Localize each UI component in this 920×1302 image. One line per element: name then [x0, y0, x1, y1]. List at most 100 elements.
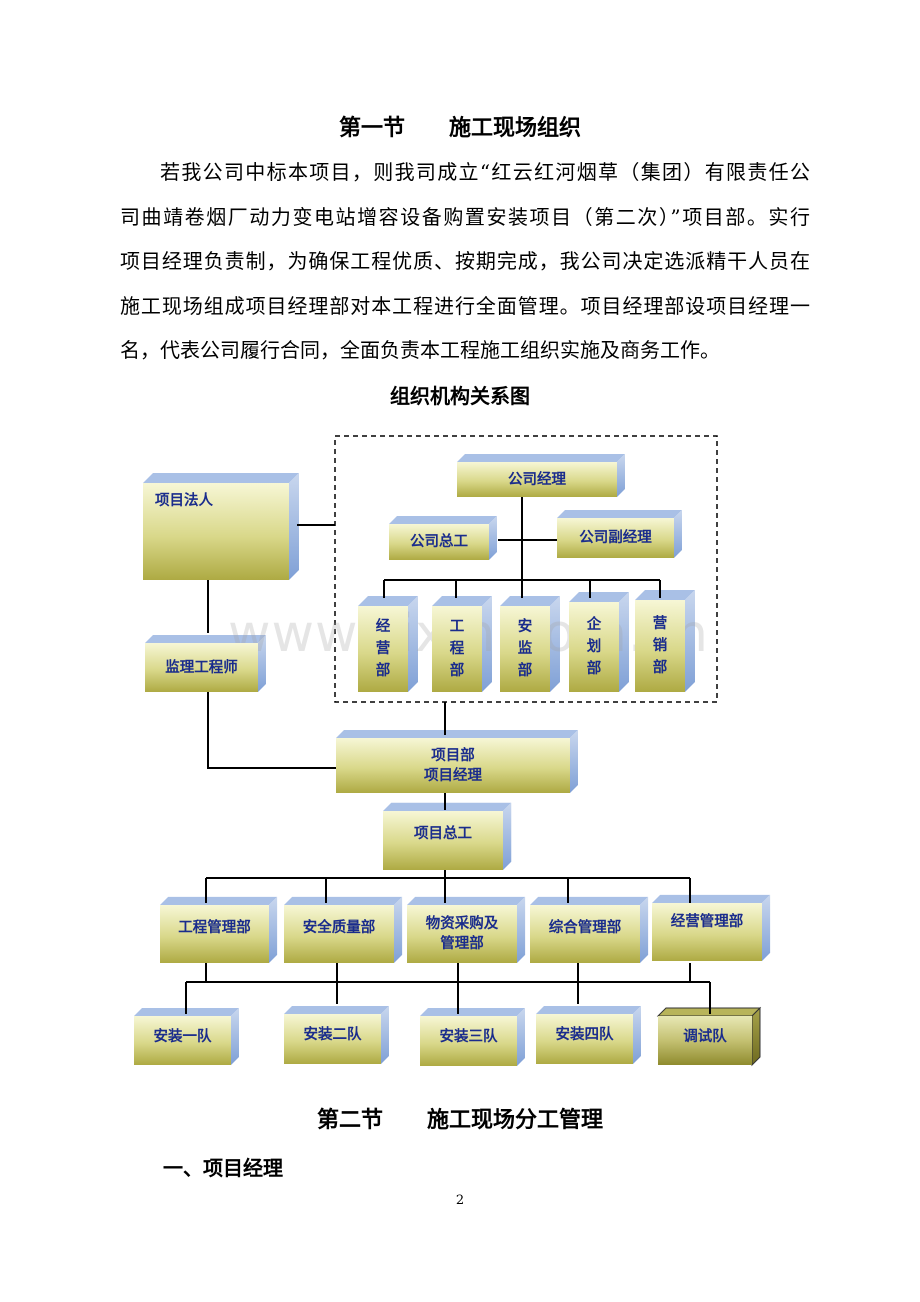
dept-label: 经营管理部: [670, 914, 744, 930]
box-top-face: [336, 730, 578, 738]
paragraph-line: 若我公司中标本项目，则我司成立“红云红河烟草（集团）有限责任公: [160, 160, 810, 184]
box-top-face: [500, 596, 560, 606]
project-dept-label: 项目部: [431, 747, 475, 764]
dept-char: 程: [449, 641, 465, 657]
dept-char: 企: [586, 617, 602, 633]
dept-char: 部: [652, 660, 668, 676]
box-side-face: [640, 896, 649, 963]
paragraph-line: 项目经理负责制，为确保工程优质、按期完成，我公司决定选派精干人员在: [120, 249, 810, 273]
project-chief-engineer-label: 项目总工: [414, 825, 472, 842]
dept-label: 工程管理部: [178, 920, 251, 936]
box-top-face: [160, 896, 278, 905]
dept-char: 部: [586, 661, 602, 677]
box-side-face: [489, 516, 497, 560]
paragraph-line: 名，代表公司履行合同，全面负责本工程施工组织实施及商务工作。: [120, 338, 720, 362]
dept-char: 营: [375, 641, 391, 657]
section-2-heading: 第二节 施工现场分工管理: [0, 1102, 920, 1134]
team-label: 安装三队: [439, 1029, 498, 1045]
company-deputy-manager-box: 公司副经理: [557, 518, 674, 558]
box-side-face: [289, 473, 299, 580]
box-side-face: [762, 894, 771, 961]
box-top-face: [652, 894, 771, 903]
section-2-number: 第二节: [316, 1107, 383, 1133]
team-installation-3: 安装三队: [420, 1016, 517, 1066]
dept-label: 物资采购及: [425, 916, 499, 932]
box-top-face: [536, 1006, 641, 1014]
team-installation-1: 安装一队: [134, 1016, 231, 1065]
box-side-face: [517, 1008, 525, 1066]
box-side-face: [633, 1006, 641, 1064]
team-label: 安装二队: [303, 1027, 362, 1043]
dept-procurement: 物资采购及 管理部: [407, 905, 517, 963]
dept-char: 部: [449, 663, 465, 679]
dept-label: 管理部: [440, 936, 484, 952]
supervisor-box: 监理工程师: [145, 643, 258, 692]
box-top-face: [143, 473, 299, 483]
company-boundary: [334, 435, 718, 703]
company-dept-engineering: 工程部: [432, 606, 482, 692]
company-dept-operations: 经营部: [358, 606, 408, 692]
box-side-face: [394, 896, 403, 963]
team-label: 安装一队: [153, 1028, 212, 1045]
box-top-face: [389, 516, 497, 524]
dept-char: 安: [517, 619, 533, 635]
section-1-heading: 第一节 施工现场组织: [0, 110, 920, 142]
box-top-face: [358, 596, 418, 606]
box-side-face: [231, 1008, 239, 1065]
dept-char: 监: [517, 641, 533, 657]
dept-label: 综合管理部: [548, 920, 622, 936]
section-2-title: 施工现场分工管理: [427, 1107, 604, 1133]
box-side-face: [550, 596, 560, 692]
company-dept-safety: 安监部: [500, 606, 550, 692]
box-side-face: [503, 802, 512, 870]
section-1-number: 第一节: [338, 115, 405, 141]
intro-paragraph: 若我公司中标本项目，则我司成立“红云红河烟草（集团）有限责任公 司曲靖卷烟厂动力…: [120, 150, 810, 373]
team-label: 调试队: [683, 1028, 727, 1045]
company-chief-engineer-box: 公司总工: [389, 524, 489, 560]
dept-general-management: 综合管理部: [530, 905, 640, 963]
section-1-title: 施工现场组织: [449, 115, 582, 141]
dept-char: 经: [375, 619, 391, 635]
page-number: 2: [455, 1193, 465, 1208]
project-chief-engineer-box: 项目总工: [383, 811, 503, 870]
box-top-face: [145, 635, 266, 643]
box-top-face: [635, 590, 695, 600]
dept-char: 销: [652, 638, 668, 654]
company-manager-box: 公司经理: [457, 462, 617, 497]
box-side-face: [674, 510, 682, 558]
box-side-face: [258, 635, 266, 692]
box-side-face: [482, 596, 492, 692]
box-top-face: [284, 896, 403, 905]
chart-title: 组织机构关系图: [390, 384, 530, 408]
box-top-face: [432, 596, 492, 606]
team-label: 安装四队: [555, 1027, 614, 1043]
company-dept-planning: 企划部: [569, 602, 619, 692]
box-side-face: [269, 896, 278, 963]
box-top-face: [284, 1006, 389, 1014]
box-top-face: [420, 1008, 525, 1016]
box-top-face: [530, 896, 649, 905]
legal-person-box: 项目法人: [143, 483, 289, 580]
dept-char: 工: [449, 619, 465, 635]
dept-char: 划: [586, 639, 602, 655]
paragraph-line: 施工现场组成项目经理部对本工程进行全面管理。项目经理部设项目经理一: [120, 293, 810, 318]
box-side-face: [751, 1006, 761, 1067]
box-side-face: [685, 590, 695, 692]
dept-label: 安全质量部: [302, 920, 376, 936]
box-top-face: [457, 454, 625, 462]
dept-engineering-management: 工程管理部: [160, 905, 269, 963]
box-side-face: [619, 592, 629, 692]
dept-char: 营: [652, 616, 668, 632]
box-side-face: [617, 454, 625, 497]
project-manager-box: 项目部 项目经理: [336, 738, 570, 793]
paragraph-line: 司曲靖卷烟厂动力变电站增容设备购置安装项目（第二次）”项目部。实行: [120, 204, 810, 229]
team-commissioning: 调试队: [658, 1016, 752, 1065]
subheading-project-manager: 一、项目经理: [163, 1156, 283, 1180]
dept-safety-quality: 安全质量部: [284, 905, 394, 963]
box-side-face: [570, 730, 578, 793]
box-side-face: [517, 896, 526, 963]
company-dept-marketing: 营销部: [635, 600, 685, 692]
box-top-face: [383, 802, 512, 811]
box-top-face: [407, 896, 526, 905]
